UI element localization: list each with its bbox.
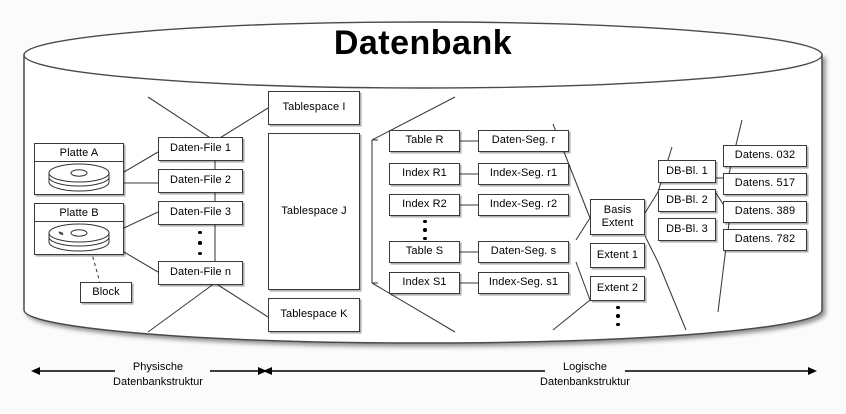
datensatz-517: Datens. 517 bbox=[723, 173, 807, 195]
physical-axis-label: Physische Datenbankstruktur bbox=[58, 360, 258, 390]
db-block-2: DB-Bl. 2 bbox=[658, 189, 716, 212]
daten-file-1: Daten-File 1 bbox=[158, 137, 243, 161]
basis-extent: Basis Extent bbox=[590, 199, 645, 235]
daten-file-2: Daten-File 2 bbox=[158, 169, 243, 193]
tablespace-j: Tablespace J bbox=[268, 133, 360, 290]
index-r1: Index R1 bbox=[389, 163, 460, 185]
index-seg-s1: Index-Seg. s1 bbox=[478, 272, 569, 294]
tablespace-k: Tablespace K bbox=[268, 298, 360, 332]
connector-lines bbox=[85, 96, 743, 333]
db-block-3: DB-Bl. 3 bbox=[658, 218, 716, 241]
block-box: Block bbox=[80, 282, 132, 303]
index-seg-r2: Index-Seg. r2 bbox=[478, 194, 569, 216]
index-r2: Index R2 bbox=[389, 194, 460, 216]
objects-ellipsis bbox=[421, 220, 429, 240]
disk-platte-a-label: Platte A bbox=[35, 144, 123, 162]
db-block-1: DB-Bl. 1 bbox=[658, 160, 716, 183]
datensatz-389: Datens. 389 bbox=[723, 201, 807, 223]
diagram-title: Datenbank bbox=[333, 24, 513, 62]
disk-platte-b: Platte B bbox=[34, 203, 124, 255]
tablespace-i: Tablespace I bbox=[268, 91, 360, 125]
extent-1: Extent 1 bbox=[590, 243, 645, 268]
daten-file-ellipsis bbox=[196, 231, 204, 255]
basis-extent-label-line1: Basis bbox=[603, 204, 632, 217]
index-seg-r1: Index-Seg. r1 bbox=[478, 163, 569, 185]
disk-platter-icon bbox=[35, 222, 123, 254]
basis-extent-label-line2: Extent bbox=[601, 217, 634, 229]
logical-axis-line2: Datenbankstruktur bbox=[540, 375, 630, 388]
extent-ellipsis bbox=[614, 306, 622, 326]
table-r: Table R bbox=[389, 130, 460, 152]
datensatz-782: Datens. 782 bbox=[723, 229, 807, 251]
datensatz-032: Datens. 032 bbox=[723, 145, 807, 167]
physical-axis-line2: Datenbankstruktur bbox=[113, 375, 203, 388]
logical-axis-label: Logische Datenbankstruktur bbox=[485, 360, 685, 390]
disk-platte-a: Platte A bbox=[34, 143, 124, 195]
cylinder-top-ellipse bbox=[23, 21, 823, 89]
disk-platter-icon bbox=[35, 162, 123, 194]
logical-axis-line1: Logische bbox=[562, 361, 608, 373]
extent-2: Extent 2 bbox=[590, 276, 645, 301]
disk-platte-b-label: Platte B bbox=[35, 204, 123, 222]
table-s: Table S bbox=[389, 241, 460, 263]
daten-file-3: Daten-File 3 bbox=[158, 201, 243, 225]
daten-seg-s: Daten-Seg. s bbox=[478, 241, 569, 263]
index-s1: Index S1 bbox=[389, 272, 460, 294]
physical-axis-line1: Physische bbox=[132, 361, 184, 373]
daten-seg-r: Daten-Seg. r bbox=[478, 130, 569, 152]
daten-file-n: Daten-File n bbox=[158, 261, 243, 285]
